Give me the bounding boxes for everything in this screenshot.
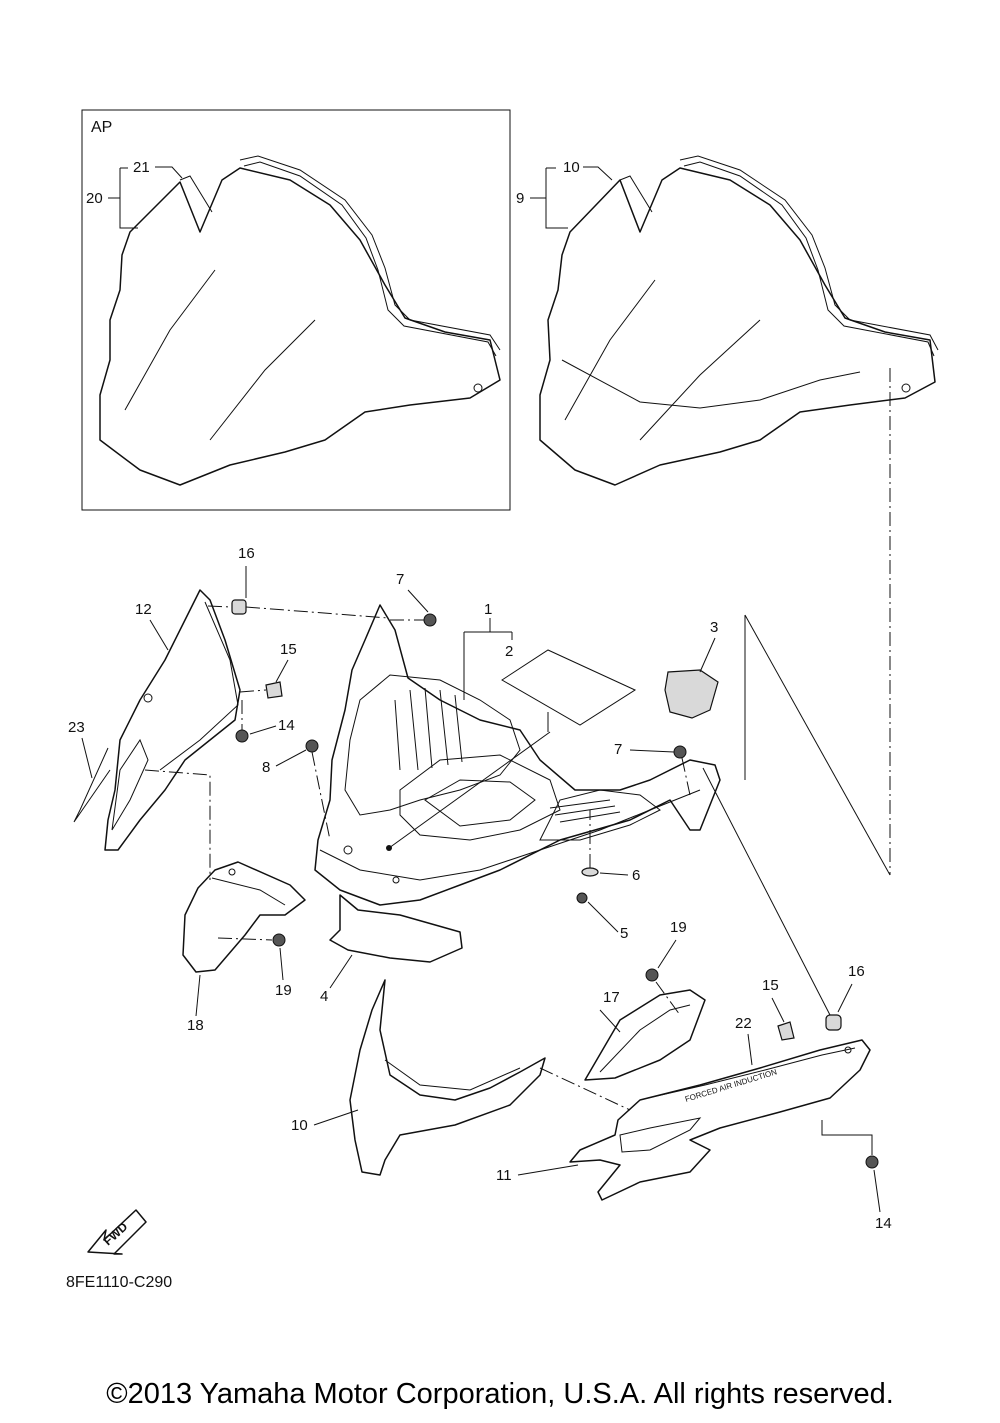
diagram-code: 8FE1110-C290 <box>66 1274 172 1291</box>
callout-21: 21 <box>133 159 150 176</box>
callout-17: 17 <box>603 989 620 1006</box>
trim-17 <box>584 989 706 1081</box>
grommet-16b <box>825 1014 842 1031</box>
pad-3 <box>664 669 719 719</box>
nut-15b <box>777 1021 795 1041</box>
callout-6: 6 <box>632 867 640 884</box>
side-panel-13 <box>104 589 241 851</box>
upper-cowl <box>314 604 721 906</box>
callout-20: 20 <box>86 190 103 207</box>
panel-4 <box>329 894 463 963</box>
grommet-16a <box>231 599 247 615</box>
callout-2: 2 <box>505 643 513 660</box>
bolt-14b <box>865 1155 879 1169</box>
trim-23 <box>73 747 111 823</box>
callout-16a: 16 <box>238 545 255 562</box>
screw-5 <box>576 892 588 904</box>
side-panel-12: FORCED AIR INDUCTION <box>569 1039 871 1201</box>
callout-23: 23 <box>68 719 85 736</box>
copyright-notice: ©2013 Yamaha Motor Corporation, U.S.A. A… <box>106 1378 894 1410</box>
callout-1: 1 <box>484 601 492 618</box>
callout-22: 22 <box>735 1015 752 1032</box>
screw-7b <box>673 745 687 759</box>
callout-12: 11 <box>496 1167 512 1184</box>
screw-8 <box>305 739 319 753</box>
callout-8: 8 <box>262 759 270 776</box>
windshield-ap <box>99 155 501 486</box>
lower-cowl-11 <box>349 979 546 1176</box>
fwd-label: FWD <box>101 1219 131 1248</box>
callout-4: 4 <box>320 988 328 1005</box>
callout-3: 3 <box>710 619 718 636</box>
windshield-standard <box>539 155 939 486</box>
callout-7b: 7 <box>614 741 622 758</box>
callout-13: 12 <box>135 601 152 618</box>
callout-9: 9 <box>516 190 524 207</box>
callout-15a: 15 <box>280 641 297 658</box>
bolt-14a <box>235 729 249 743</box>
washer-6 <box>581 867 599 877</box>
nut-15a <box>265 681 283 699</box>
screw-7a <box>423 613 437 627</box>
duct-18 <box>182 861 306 973</box>
ap-box-label: AP <box>91 119 112 136</box>
callout-7a: 7 <box>396 571 404 588</box>
screw-19a <box>272 933 286 947</box>
callout-19b: 19 <box>670 919 687 936</box>
callout-10: 10 <box>563 159 580 176</box>
callout-14b: 14 <box>875 1215 892 1232</box>
callout-18: 18 <box>187 1017 204 1034</box>
decal-2 <box>501 649 637 726</box>
fwd-arrow-icon: FWD <box>87 1209 147 1255</box>
callout-5: 5 <box>620 925 628 942</box>
callout-15b: 15 <box>762 977 779 994</box>
callout-16b: 16 <box>848 963 865 980</box>
screw-19b <box>645 968 659 982</box>
ap-box <box>81 109 511 511</box>
callout-19a: 19 <box>275 982 292 999</box>
callout-11: 10 <box>291 1117 308 1134</box>
callout-14a: 14 <box>278 717 295 734</box>
